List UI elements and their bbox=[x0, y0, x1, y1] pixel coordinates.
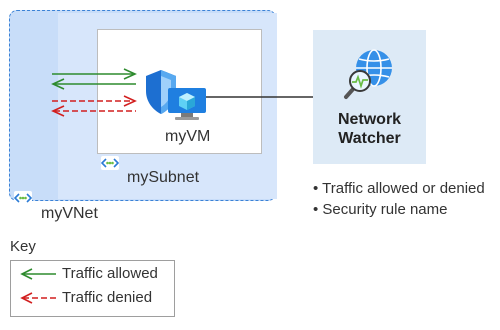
subnet-label: mySubnet bbox=[127, 169, 200, 186]
network-watcher-label: Network Watcher bbox=[313, 110, 426, 148]
key-denied-label: Traffic denied bbox=[62, 289, 153, 306]
vm-label: myVM bbox=[165, 128, 211, 145]
subnet-icon bbox=[100, 156, 120, 170]
feature-item: • Security rule name bbox=[313, 201, 448, 218]
feature-text: Traffic allowed or denied bbox=[322, 180, 485, 197]
feature-item: • Traffic allowed or denied bbox=[313, 180, 485, 197]
vm-icon bbox=[168, 88, 206, 120]
vnet-label: myVNet bbox=[41, 205, 98, 222]
network-watcher-icon bbox=[344, 49, 392, 99]
key-allowed-label: Traffic allowed bbox=[62, 265, 158, 282]
network-watcher-label-line1: Network bbox=[337, 111, 402, 128]
key-swatches bbox=[20, 268, 56, 304]
key-denied-arrow bbox=[20, 292, 56, 304]
allowed-arrow-in bbox=[52, 68, 137, 80]
allowed-arrow-out bbox=[51, 78, 136, 90]
feature-text: Security rule name bbox=[322, 201, 448, 218]
key-title: Key bbox=[10, 238, 36, 255]
denied-arrow-out bbox=[51, 105, 136, 117]
key-box bbox=[10, 260, 175, 317]
network-watcher-label-line2: Watcher bbox=[338, 130, 401, 147]
denied-arrow-in bbox=[52, 95, 137, 107]
key-allowed-arrow bbox=[20, 268, 56, 280]
shield-icon bbox=[146, 70, 176, 114]
vnet-icon bbox=[13, 191, 33, 205]
